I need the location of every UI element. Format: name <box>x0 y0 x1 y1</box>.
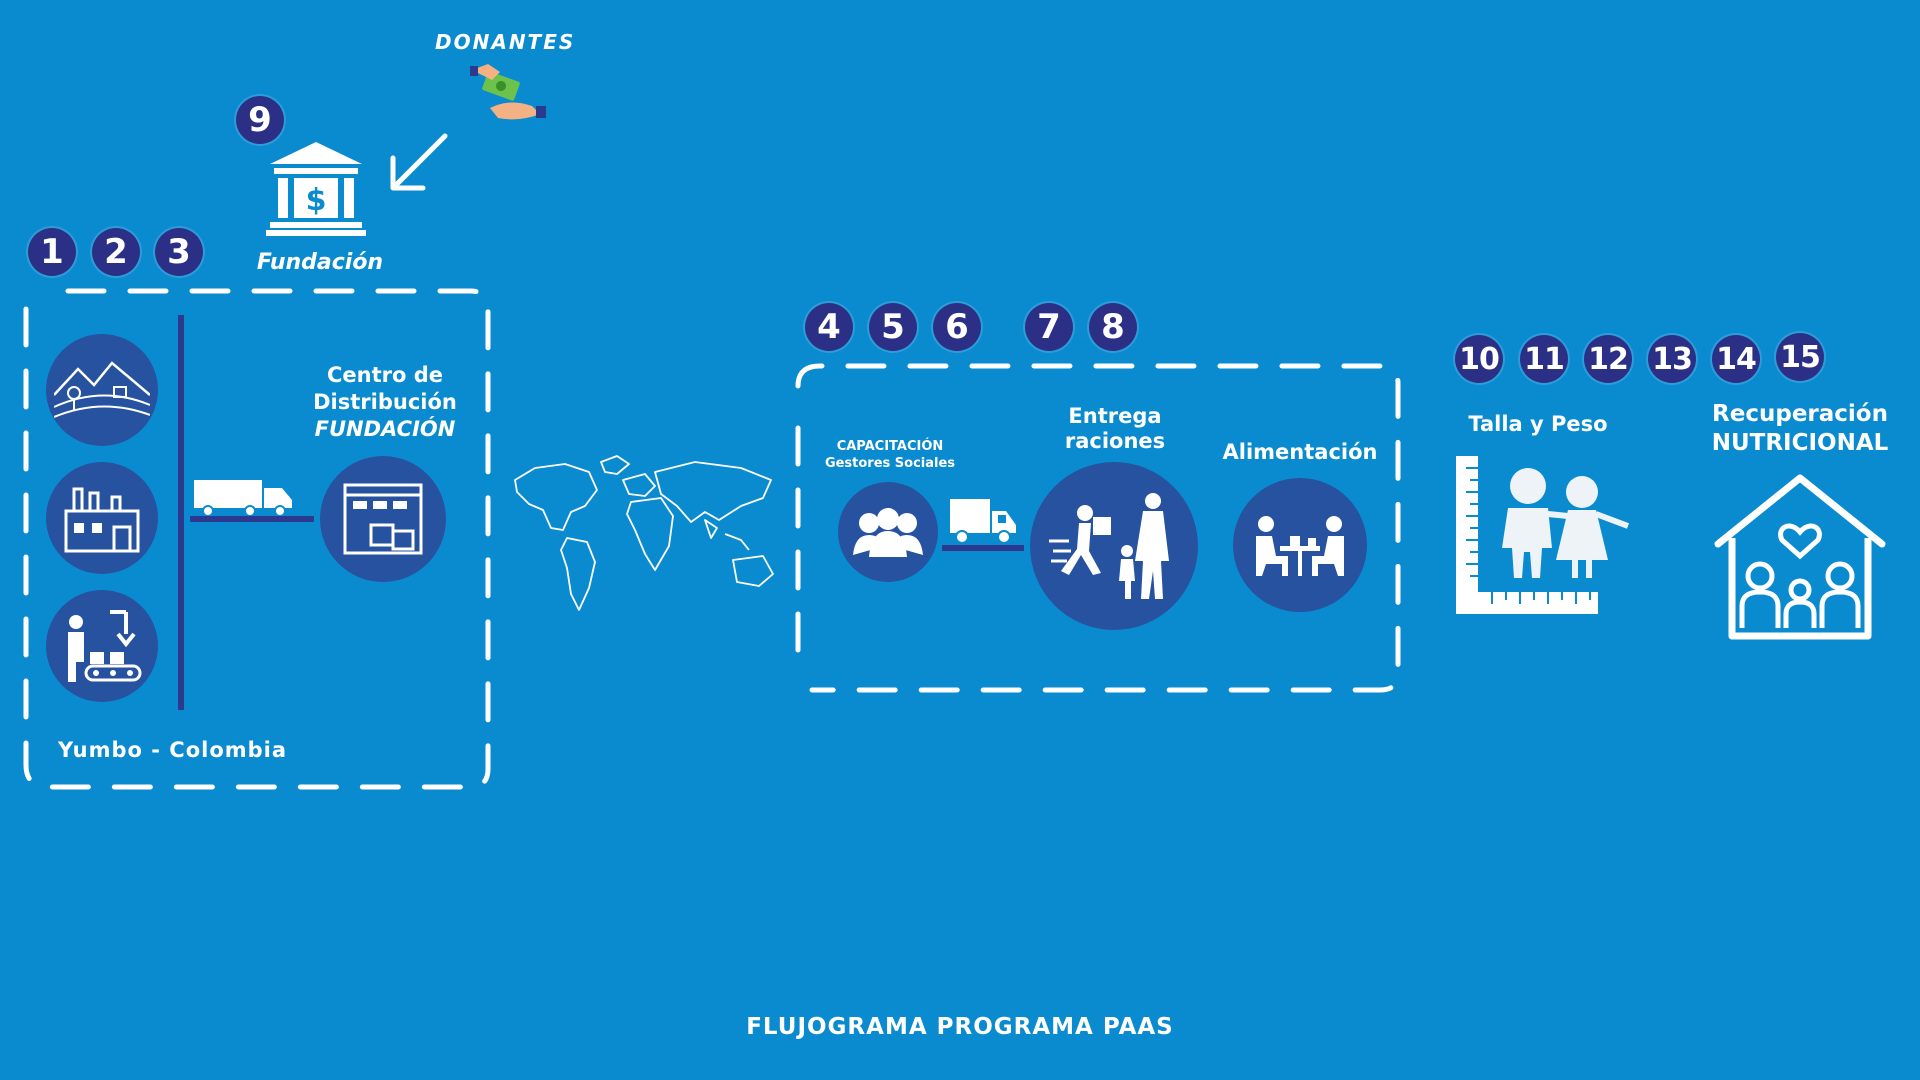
distribution-center-label: Centro de Distribución FUNDACIÓN <box>300 362 470 443</box>
step-badge-9: 9 <box>236 96 284 144</box>
location-label: Yumbo - Colombia <box>58 738 288 762</box>
delivery-label: Entrega raciones <box>1040 404 1190 454</box>
height-weight-label: Talla y Peso <box>1468 412 1608 436</box>
family-home-heart-icon <box>1710 472 1890 642</box>
step-badge-8: 8 <box>1089 303 1137 351</box>
step-badge-7: 7 <box>1025 303 1073 351</box>
distribution-center-line1: Centro de <box>326 363 443 387</box>
distribution-center-line2: Distribución <box>313 390 457 414</box>
delivery-truck-icon <box>948 497 1018 545</box>
step-badge-4: 4 <box>805 303 853 351</box>
step-badge-13: 13 <box>1648 335 1696 383</box>
money-hands-icon <box>470 62 550 124</box>
dining-table-icon <box>1233 478 1367 612</box>
delivery-family-icon <box>1030 462 1198 630</box>
truck-icon <box>194 478 296 518</box>
step-badge-12: 12 <box>1584 335 1632 383</box>
warehouse-icon <box>320 456 446 582</box>
group-people-icon <box>838 482 938 582</box>
delivery-line1: Entrega <box>1068 404 1162 428</box>
road-line-2 <box>942 545 1024 551</box>
training-label: CAPACITACIÓN Gestores Sociales <box>805 438 975 472</box>
training-line1: CAPACITACIÓN <box>836 439 944 454</box>
factory-icon <box>46 462 158 574</box>
assembly-line-icon <box>46 590 158 702</box>
footer-title: FLUJOGRAMA PROGRAMA PAAS <box>746 1014 1174 1040</box>
step-badge-1: 1 <box>28 228 76 276</box>
step-badge-3: 3 <box>155 228 203 276</box>
step-badge-6: 6 <box>933 303 981 351</box>
donors-label: DONANTES <box>435 30 576 54</box>
recovery-line2: NUTRICIONAL <box>1711 430 1889 456</box>
world-map-icon <box>505 450 785 630</box>
bank-icon: $ <box>266 140 366 238</box>
delivery-line2: raciones <box>1064 429 1166 453</box>
recovery-line1: Recuperación <box>1712 401 1888 427</box>
recovery-label: Recuperación NUTRICIONAL <box>1690 400 1910 458</box>
distribution-dashed-frame <box>792 358 1408 698</box>
step-badge-2: 2 <box>92 228 140 276</box>
production-dashed-frame <box>20 285 495 793</box>
step-badge-5: 5 <box>869 303 917 351</box>
step-badge-10: 10 <box>1455 335 1503 383</box>
foundation-label: Fundación <box>256 250 384 275</box>
arrow-down-left-icon <box>385 132 449 196</box>
farm-landscape-icon <box>46 334 158 446</box>
step-badge-15: 15 <box>1776 333 1824 381</box>
divider-line <box>178 315 184 710</box>
step-badge-14: 14 <box>1712 335 1760 383</box>
training-line2: Gestores Sociales <box>824 456 956 471</box>
height-ruler-kids-icon <box>1452 452 1634 618</box>
step-badge-11: 11 <box>1520 335 1568 383</box>
road-line <box>190 516 314 522</box>
distribution-center-line3: FUNDACIÓN <box>314 417 456 441</box>
feeding-label: Alimentación <box>1222 440 1378 464</box>
svg-text:$: $ <box>306 183 327 218</box>
